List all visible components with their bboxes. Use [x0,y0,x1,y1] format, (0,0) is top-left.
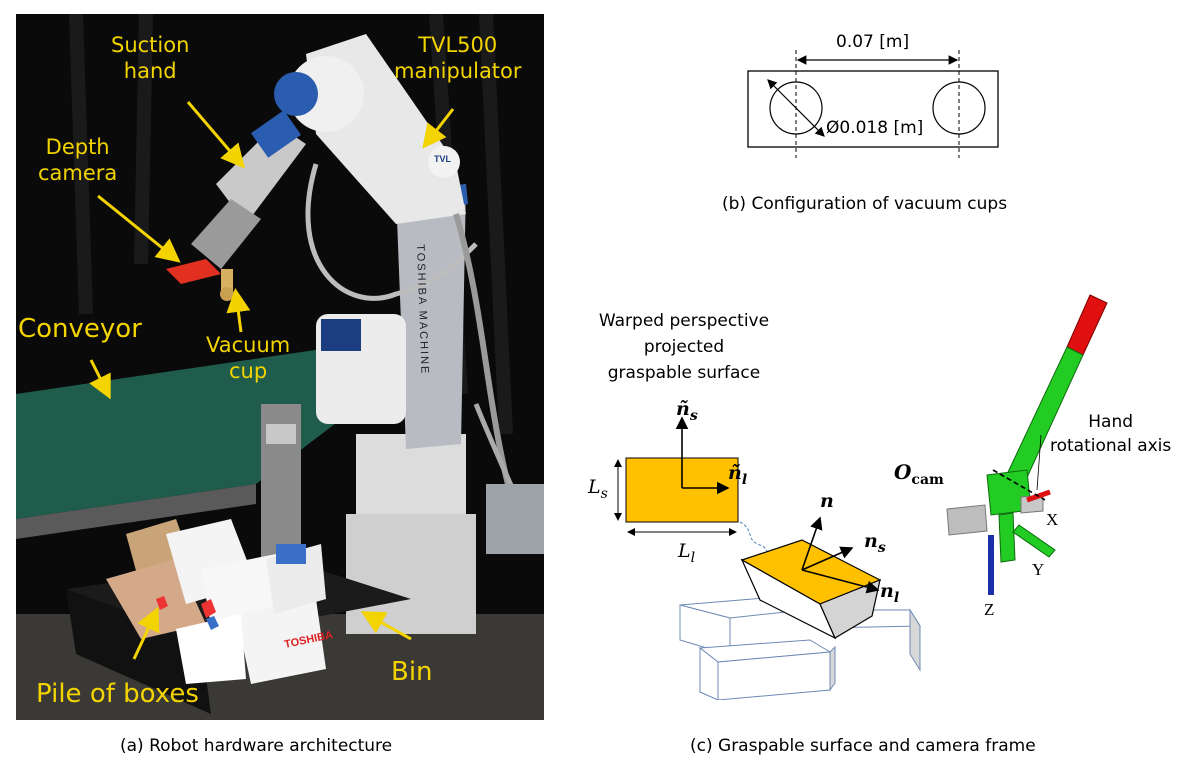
arrow-bin [360,611,412,641]
caption-c: (c) Graspable surface and camera frame [690,736,1036,756]
arrow-suction-hand [186,101,245,169]
rotational-axis-leader [1036,434,1042,491]
hand-rotational-axis-label: Hand rotational axis [1050,412,1172,456]
robot-photo-illustration [16,14,544,720]
graspable-surface-diagram [614,416,921,700]
label-n-s: ns [864,530,886,556]
warped-surface-title: Warped perspective projected graspable s… [598,311,770,383]
bg-box-3-side [829,645,836,692]
hand-stem-green [998,512,1016,563]
label-bin: Bin [391,657,433,687]
arrow-n-l [801,569,880,594]
diameter-label: Ø0.018 [m] [826,118,924,138]
label-depth-camera: Depth camera [38,135,118,185]
label-n-l: nl [880,580,900,606]
axis-z-label: Z [984,600,995,619]
label-n-s-tilde: ñs [676,398,698,424]
arrow-depth-camera [97,194,181,263]
robot-photo: Suction hand TVL500 manipulator Depth ca… [16,14,544,720]
label-pile-of-boxes: Pile of boxes [36,679,199,709]
arrow-manipulator [422,108,455,149]
label-L-l: Ll [678,540,696,566]
camera-body-grey [946,504,988,536]
tilted-box-side [819,579,881,639]
bg-box-2-side [909,608,921,672]
label-vacuum-cup: Vacuum cup [206,333,291,383]
hand-tip-red [1066,294,1108,356]
distance-label: 0.07 [m] [836,32,910,52]
arrow-conveyor [89,359,111,400]
arrow-vacuum-cup [226,288,251,333]
arrow-n-s [801,546,854,571]
arrow-n [801,516,823,571]
photo-annotation-arrows [89,101,455,660]
vacuum-cup-diagram [747,50,999,158]
hand-y-green [1012,524,1056,558]
diameter-dimension-arrow [767,79,825,137]
axis-y-label: Y [1032,560,1045,579]
label-o-cam: Ocam [894,460,944,488]
label-conveyor: Conveyor [18,314,142,344]
axis-x-label: X [1046,510,1059,529]
arrow-pile-of-boxes [132,606,160,660]
label-L-s: Ls [588,476,608,502]
caption-a: (a) Robot hardware architecture [120,736,393,756]
label-manipulator: TVL500 manipulator [394,33,522,83]
cup-plate-outline [747,70,999,148]
robot-badge: TVL [434,154,451,164]
label-n: n [820,490,834,512]
rotational-axis-dashed [992,469,1046,501]
label-suction-hand: Suction hand [111,33,190,83]
projection-connector [739,521,781,561]
camera-frame-diagram [946,294,1108,595]
bg-box-3-front [699,646,719,700]
caption-b: (b) Configuration of vacuum cups [722,194,1008,214]
label-n-l-tilde: ñl [728,462,748,488]
